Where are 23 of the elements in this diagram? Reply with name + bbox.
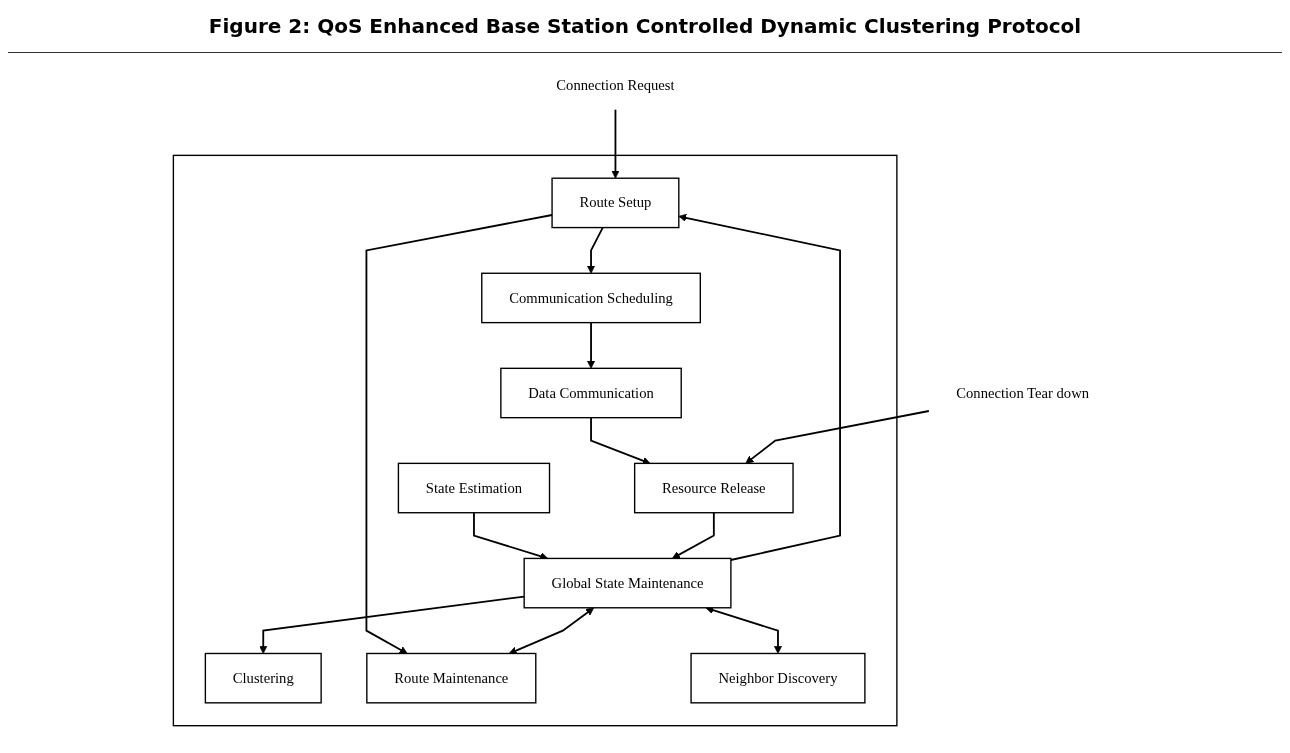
arrow	[365, 214, 554, 654]
node-text: Connection Request	[556, 76, 675, 93]
cluster	[172, 154, 898, 727]
node-box: Neighbor Discovery	[690, 652, 866, 704]
arrow	[587, 321, 596, 369]
arrow	[678, 213, 842, 561]
node-box: Data Communication	[500, 367, 682, 419]
arrow	[745, 410, 930, 464]
node-box: Clustering	[204, 652, 322, 704]
arrow	[587, 226, 604, 274]
node-box: Route Maintenance	[366, 652, 537, 704]
node-box: Resource Release	[634, 462, 794, 514]
node-box: Communication Scheduling	[481, 272, 702, 324]
node-box: State Estimation	[397, 462, 551, 514]
arrow	[508, 607, 595, 655]
arrow	[611, 108, 620, 179]
arrow	[672, 511, 715, 559]
arrow	[590, 416, 651, 465]
node-box: Route Setup	[551, 177, 680, 229]
figure-title: Figure 2: QoS Enhanced Base Station Controlled Dynamic Clustering Protocol	[8, 0, 1282, 53]
arrow	[705, 606, 783, 654]
node-box: Global State Maintenance	[523, 557, 732, 609]
node-text: Connection Tear down	[956, 384, 1090, 401]
